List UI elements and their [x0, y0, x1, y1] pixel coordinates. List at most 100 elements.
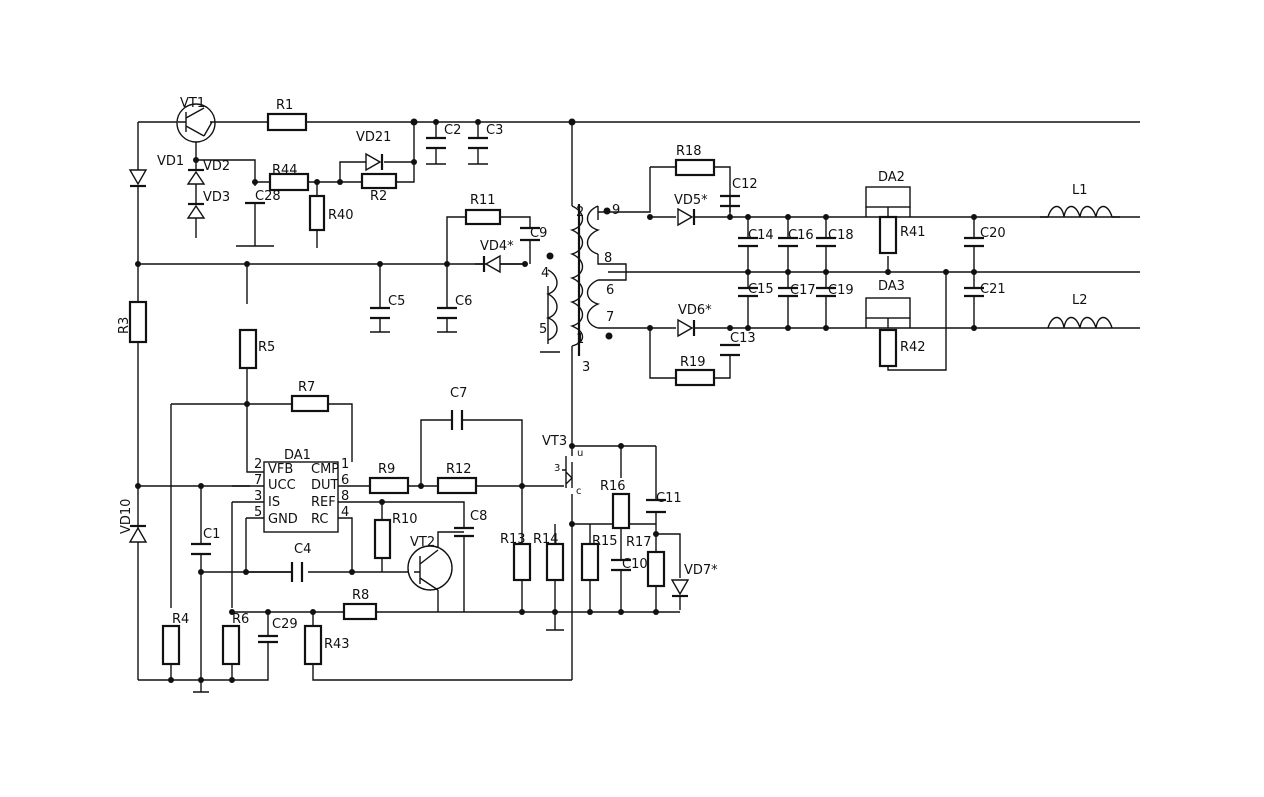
- label-r5: R5: [258, 340, 275, 355]
- da1-pin-number: 5: [254, 505, 262, 520]
- label-c29: C29: [272, 617, 298, 632]
- da1-pin-name: VFB: [268, 462, 293, 477]
- transformer-pin-8: 8: [604, 251, 612, 266]
- label-r6: R6: [232, 612, 249, 627]
- label-c10: C10: [622, 557, 648, 572]
- label-r44: R44: [272, 163, 298, 178]
- label-c3: C3: [486, 123, 503, 138]
- label-c16: C16: [788, 228, 814, 243]
- label-r12: R12: [446, 462, 472, 477]
- label-c28: C28: [255, 189, 281, 204]
- label-c2: C2: [444, 123, 461, 138]
- label-r7: R7: [298, 380, 315, 395]
- label-da1: DA1: [284, 448, 311, 463]
- transformer-pin-5: 5: [539, 322, 547, 337]
- label-vd2: VD2: [203, 159, 230, 174]
- label-c7: C7: [450, 386, 467, 401]
- label-c17: C17: [790, 283, 816, 298]
- transformer: [545, 204, 627, 356]
- label-l2: L2: [1072, 293, 1088, 308]
- transformer-pin-labels: 1 2 3 4 5 6 7 8 9: [539, 203, 620, 375]
- da1-pin-name: IS: [268, 495, 280, 510]
- label-c11: C11: [656, 491, 682, 506]
- label-c6: C6: [455, 294, 472, 309]
- label-r10: R10: [392, 512, 418, 527]
- label-r43: R43: [324, 637, 350, 652]
- label-vd3: VD3: [203, 190, 230, 205]
- da1-pin-number: 6: [341, 473, 349, 488]
- label-vd6: VD6*: [678, 303, 712, 318]
- label-c12: C12: [732, 177, 758, 192]
- label-c9: C9: [530, 226, 547, 241]
- da1-pin-name: CMP: [311, 462, 339, 477]
- vt3-gate-pin: 3: [554, 463, 560, 474]
- label-vd10: VD10: [119, 499, 134, 534]
- label-l1: L1: [1072, 183, 1088, 198]
- da1-pin-number: 7: [254, 473, 262, 488]
- label-vd7: VD7*: [684, 563, 718, 578]
- label-c1: C1: [203, 527, 220, 542]
- label-c21: C21: [980, 282, 1006, 297]
- vt3-source-pin: c: [576, 486, 582, 497]
- label-c8: C8: [470, 509, 487, 524]
- junction-dots: [135, 118, 977, 683]
- label-c4: C4: [294, 542, 311, 557]
- label-r40: R40: [328, 208, 354, 223]
- capacitors: [191, 136, 984, 644]
- da1-pin-number: 4: [341, 505, 349, 520]
- label-r41: R41: [900, 225, 926, 240]
- da1-pin-number: 1: [341, 457, 349, 472]
- label-r2: R2: [370, 189, 387, 204]
- label-r11: R11: [470, 193, 496, 208]
- label-r16: R16: [600, 479, 626, 494]
- da1-pin-name: RC: [311, 512, 328, 527]
- label-c15: C15: [748, 282, 774, 297]
- label-vd5: VD5*: [674, 193, 708, 208]
- da1-pin-number: 3: [254, 489, 262, 504]
- da1-pin-name: REF: [311, 495, 336, 510]
- label-da2: DA2: [878, 170, 905, 185]
- label-c14: C14: [748, 228, 774, 243]
- label-r9: R9: [378, 462, 395, 477]
- label-r19: R19: [680, 355, 706, 370]
- wires: [137, 121, 1140, 693]
- da1-pin-number: 2: [254, 457, 262, 472]
- label-c13: C13: [730, 331, 756, 346]
- label-da3: DA3: [878, 279, 905, 294]
- label-vt3: VT3: [542, 434, 567, 449]
- transformer-pin-3: 3: [582, 360, 590, 375]
- label-r42: R42: [900, 340, 926, 355]
- transformer-pin-2: 2: [576, 205, 584, 220]
- da1-pin-name: UCC: [268, 478, 296, 493]
- label-r4: R4: [172, 612, 189, 627]
- vt3-pin-labels: 3 u c: [554, 448, 583, 497]
- label-vd4: VD4*: [480, 239, 514, 254]
- label-r1: R1: [276, 98, 293, 113]
- label-c18: C18: [828, 228, 854, 243]
- label-r14: R14: [533, 532, 559, 547]
- component-labels: VT1 R1 VD1 VD2 VD3 VD21 R44 C28 R40 R2 C…: [117, 96, 1088, 652]
- label-r3: R3: [117, 317, 132, 334]
- vt3-drain-pin: u: [577, 448, 583, 459]
- label-r17: R17: [626, 535, 652, 550]
- label-r18: R18: [676, 144, 702, 159]
- label-vt2: VT2: [410, 535, 435, 550]
- label-vt1: VT1: [180, 96, 205, 111]
- label-c19: C19: [828, 283, 854, 298]
- resistors: [128, 112, 898, 666]
- label-c20: C20: [980, 226, 1006, 241]
- da1-pin-labels: VFB UCC IS GND 2 7 3 5 CMP DUT REF RC 1 …: [254, 457, 349, 527]
- label-vd21: VD21: [356, 130, 391, 145]
- da1-pin-name: DUT: [311, 478, 339, 493]
- transformer-pin-4: 4: [541, 266, 549, 281]
- diodes: [128, 152, 696, 598]
- regulators-and-chokes: [263, 186, 1120, 533]
- da1-pin-number: 8: [341, 489, 349, 504]
- label-r8: R8: [352, 588, 369, 603]
- transformer-pin-9: 9: [612, 203, 620, 218]
- da1-pin-name: GND: [268, 512, 298, 527]
- transformer-pin-1: 1: [576, 332, 584, 347]
- label-c5: C5: [388, 294, 405, 309]
- transistors: [176, 103, 573, 591]
